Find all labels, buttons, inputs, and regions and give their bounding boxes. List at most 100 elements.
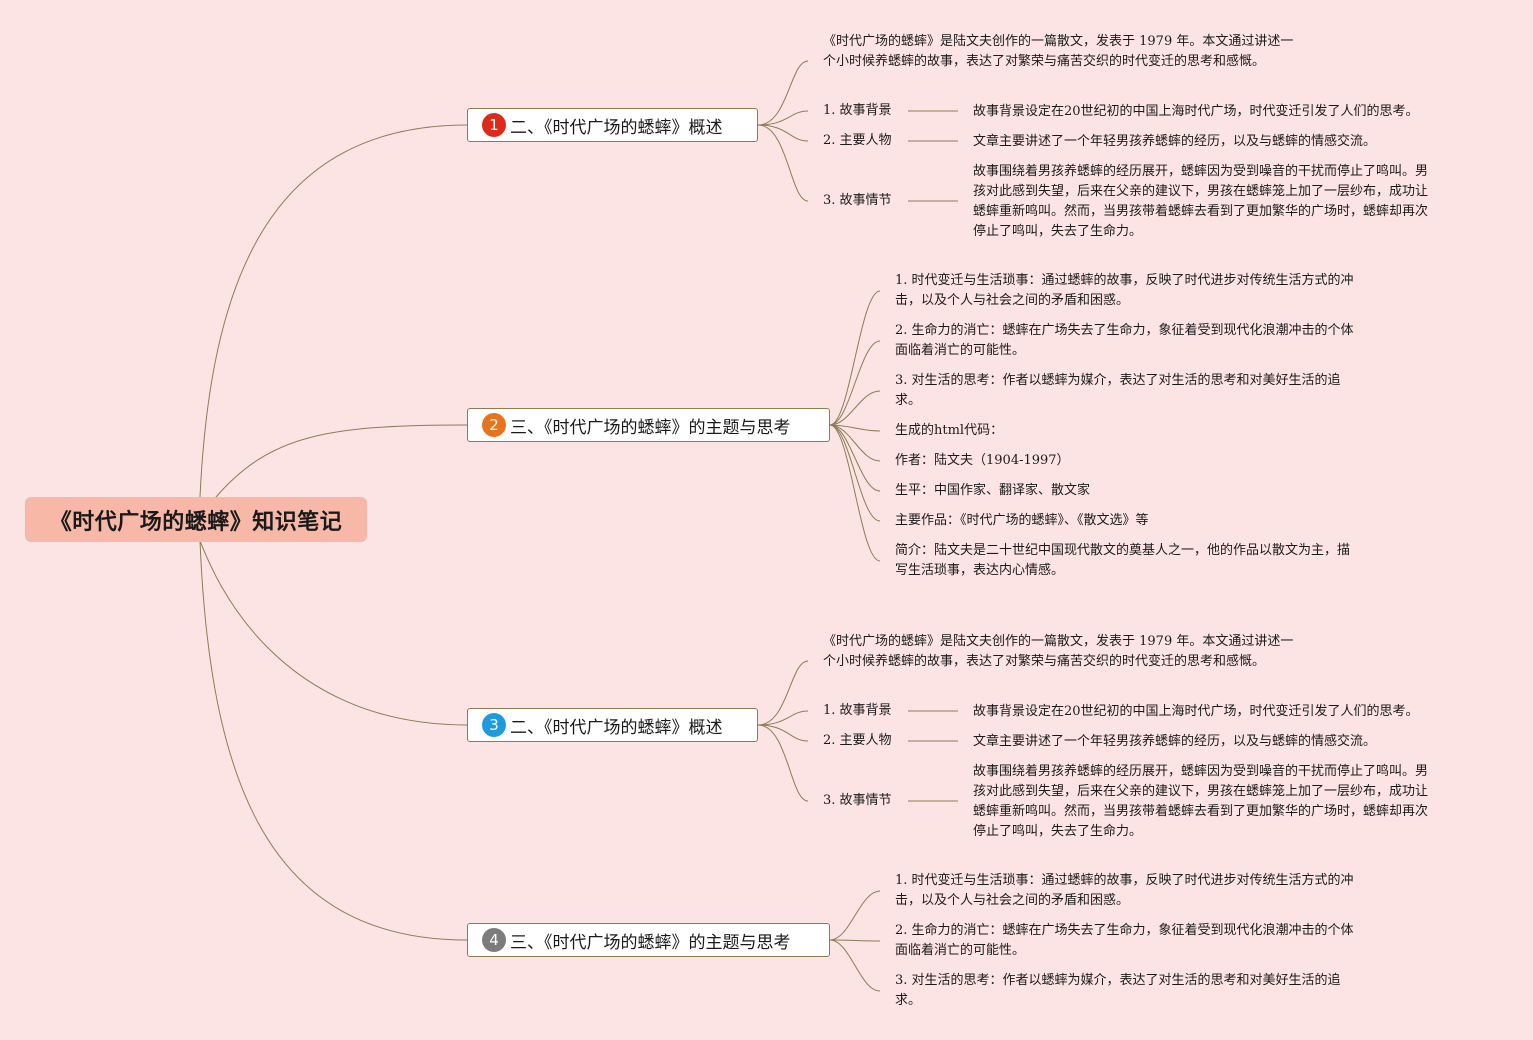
theme-point-line: 击，以及个人与社会之间的矛盾和困惑。 [895, 293, 1130, 308]
theme-point-line: 面临着消亡的可能性。 [895, 943, 1026, 958]
subtopic-detail-line: 孩对此感到失望，后来在父亲的建议下，男孩在蟋蟀笼上加了一层纱布，成功让 [973, 184, 1429, 199]
subtopic-detail[interactable]: 故事围绕着男孩养蟋蟀的经历展开，蟋蟀因为受到噪音的干扰而停止了鸣叫。男孩对此感到… [973, 762, 1428, 842]
subtopic-detail-line: 孩对此感到失望，后来在父亲的建议下，男孩在蟋蟀笼上加了一层纱布，成功让 [973, 784, 1429, 799]
branch-connector [829, 424, 881, 522]
theme-point[interactable]: 3. 对生活的思考：作者以蟋蟀为媒介，表达了对生活的思考和对美好生活的追求。 [895, 371, 1341, 411]
branch-label: 二、《时代广场的蟋蟀》概述 [510, 717, 723, 738]
theme-point[interactable]: 生成的html代码： [895, 421, 1003, 441]
overview-intro[interactable]: 《时代广场的蟋蟀》是陆文夫创作的一篇散文，发表于 1979 年。本文通过讲述一个… [823, 32, 1293, 72]
subtopic-detail-line: 文章主要讲述了一个年轻男孩养蟋蟀的经历，以及与蟋蟀的情感交流。 [973, 734, 1377, 749]
subtopic-detail-line: 蟋蟀重新鸣叫。然而，当男孩带着蟋蟀去看到了更加繁华的广场时，蟋蟀却再次 [973, 204, 1429, 219]
theme-point-line: 生成的html代码： [895, 423, 1004, 438]
subtopic-detail-line: 文章主要讲述了一个年轻男孩养蟋蟀的经历，以及与蟋蟀的情感交流。 [973, 134, 1377, 149]
number-badge-icon: 3 [482, 713, 506, 737]
subtopic-detail[interactable]: 故事围绕着男孩养蟋蟀的经历展开，蟋蟀因为受到噪音的干扰而停止了鸣叫。男孩对此感到… [973, 162, 1428, 242]
overview-intro[interactable]: 《时代广场的蟋蟀》是陆文夫创作的一篇散文，发表于 1979 年。本文通过讲述一个… [823, 632, 1293, 672]
branch-connector [829, 939, 881, 942]
theme-point-line: 主要作品：《时代广场的蟋蟀》、《散文选》等 [895, 513, 1149, 528]
subtopic-label-line: 2. 主要人物 [823, 133, 892, 148]
branch-connector [829, 424, 881, 562]
branch-connector [829, 340, 881, 426]
theme-point[interactable]: 2. 生命力的消亡：蟋蟀在广场失去了生命力，象征着受到现代化浪潮冲击的个体面临着… [895, 321, 1354, 361]
branch-connector [757, 124, 809, 142]
branch-label: 三、《时代广场的蟋蟀》的主题与思考 [510, 932, 791, 953]
theme-point[interactable]: 1. 时代变迁与生活琐事：通过蟋蟀的故事，反映了时代进步对传统生活方式的冲击，以… [895, 871, 1354, 911]
number-badge-icon: 4 [482, 928, 506, 952]
branch-label: 二、《时代广场的蟋蟀》概述 [510, 117, 723, 138]
branch-connector [829, 939, 881, 992]
branch-connector [757, 60, 809, 126]
branch-connector [757, 724, 809, 802]
subtopic-label[interactable]: 1. 故事背景 [823, 101, 892, 121]
theme-point-line: 3. 对生活的思考：作者以蟋蟀为媒介，表达了对生活的思考和对美好生活的追 [895, 973, 1341, 988]
theme-point-line: 写生活琐事，表达内心情感。 [895, 563, 1065, 578]
theme-point-line: 求。 [895, 993, 922, 1008]
theme-point[interactable]: 主要作品：《时代广场的蟋蟀》、《散文选》等 [895, 511, 1149, 531]
subtopic-detail-line: 故事背景设定在20世纪初的中国上海时代广场，时代变迁引发了人们的思考。 [973, 704, 1419, 719]
branch-label: 三、《时代广场的蟋蟀》的主题与思考 [510, 417, 791, 438]
theme-point-line: 2. 生命力的消亡：蟋蟀在广场失去了生命力，象征着受到现代化浪潮冲击的个体 [895, 923, 1354, 938]
root-connector [199, 540, 468, 941]
subtopic-label[interactable]: 3. 故事情节 [823, 791, 892, 811]
number-badge-icon: 1 [482, 113, 506, 137]
branch-connector [757, 124, 809, 202]
theme-point[interactable]: 简介：陆文夫是二十世纪中国现代散文的奠基人之一，他的作品以散文为主，描写生活琐事… [895, 541, 1350, 581]
root-connector [215, 424, 468, 498]
subtopic-label[interactable]: 2. 主要人物 [823, 131, 892, 151]
theme-point[interactable]: 作者：陆文夫（1904-1997） [895, 451, 1070, 471]
root-topic[interactable]: 《时代广场的蟋蟀》知识笔记 [25, 497, 367, 542]
number-badge-icon: 2 [482, 413, 506, 437]
theme-point-line: 简介：陆文夫是二十世纪中国现代散文的奠基人之一，他的作品以散文为主，描 [895, 543, 1351, 558]
subtopic-detail[interactable]: 文章主要讲述了一个年轻男孩养蟋蟀的经历，以及与蟋蟀的情感交流。 [973, 132, 1376, 152]
branch-connector [829, 390, 881, 426]
theme-point-line: 作者：陆文夫（1904-1997） [895, 453, 1070, 468]
subtopic-label-line: 2. 主要人物 [823, 733, 892, 748]
theme-point-line: 求。 [895, 393, 922, 408]
overview-intro-line: 《时代广场的蟋蟀》是陆文夫创作的一篇散文，发表于 1979 年。本文通过讲述一 [823, 634, 1294, 649]
overview-intro-line: 个小时候养蟋蟀的故事，表达了对繁荣与痛苦交织的时代变迁的思考和感慨。 [823, 654, 1266, 669]
branch-connector [829, 424, 881, 432]
theme-point-line: 生平：中国作家、翻译家、散文家 [895, 483, 1091, 498]
subtopic-detail-line: 停止了鸣叫，失去了生命力。 [973, 824, 1143, 839]
theme-point-line: 1. 时代变迁与生活琐事：通过蟋蟀的故事，反映了时代进步对传统生活方式的冲 [895, 273, 1354, 288]
theme-point[interactable]: 2. 生命力的消亡：蟋蟀在广场失去了生命力，象征着受到现代化浪潮冲击的个体面临着… [895, 921, 1354, 961]
branch-connector [829, 890, 881, 941]
branch-connector [757, 724, 809, 742]
subtopic-detail[interactable]: 故事背景设定在20世纪初的中国上海时代广场，时代变迁引发了人们的思考。 [973, 102, 1419, 122]
subtopic-label[interactable]: 3. 故事情节 [823, 191, 892, 211]
overview-intro-line: 《时代广场的蟋蟀》是陆文夫创作的一篇散文，发表于 1979 年。本文通过讲述一 [823, 34, 1294, 49]
subtopic-detail[interactable]: 故事背景设定在20世纪初的中国上海时代广场，时代变迁引发了人们的思考。 [973, 702, 1419, 722]
branch-connector [829, 424, 881, 492]
root-connector [199, 124, 468, 498]
subtopic-label[interactable]: 1. 故事背景 [823, 701, 892, 721]
theme-point[interactable]: 生平：中国作家、翻译家、散文家 [895, 481, 1090, 501]
subtopic-detail-line: 蟋蟀重新鸣叫。然而，当男孩带着蟋蟀去看到了更加繁华的广场时，蟋蟀却再次 [973, 804, 1429, 819]
subtopic-detail-line: 停止了鸣叫，失去了生命力。 [973, 224, 1143, 239]
root-connector [199, 540, 468, 726]
theme-point-line: 面临着消亡的可能性。 [895, 343, 1026, 358]
theme-point-line: 3. 对生活的思考：作者以蟋蟀为媒介，表达了对生活的思考和对美好生活的追 [895, 373, 1341, 388]
subtopic-detail[interactable]: 文章主要讲述了一个年轻男孩养蟋蟀的经历，以及与蟋蟀的情感交流。 [973, 732, 1376, 752]
branch-connector [829, 290, 881, 426]
theme-point-line: 2. 生命力的消亡：蟋蟀在广场失去了生命力，象征着受到现代化浪潮冲击的个体 [895, 323, 1354, 338]
subtopic-label-line: 1. 故事背景 [823, 703, 892, 718]
branch-connector [757, 660, 809, 726]
branch-connector [757, 710, 809, 726]
subtopic-detail-line: 故事围绕着男孩养蟋蟀的经历展开，蟋蟀因为受到噪音的干扰而停止了鸣叫。男 [973, 164, 1429, 179]
theme-point[interactable]: 1. 时代变迁与生活琐事：通过蟋蟀的故事，反映了时代进步对传统生活方式的冲击，以… [895, 271, 1354, 311]
theme-point-line: 击，以及个人与社会之间的矛盾和困惑。 [895, 893, 1130, 908]
subtopic-detail-line: 故事围绕着男孩养蟋蟀的经历展开，蟋蟀因为受到噪音的干扰而停止了鸣叫。男 [973, 764, 1429, 779]
subtopic-label-line: 3. 故事情节 [823, 193, 892, 208]
branch-connector [757, 110, 809, 126]
theme-point[interactable]: 3. 对生活的思考：作者以蟋蟀为媒介，表达了对生活的思考和对美好生活的追求。 [895, 971, 1341, 1011]
subtopic-label[interactable]: 2. 主要人物 [823, 731, 892, 751]
subtopic-label-line: 3. 故事情节 [823, 793, 892, 808]
subtopic-detail-line: 故事背景设定在20世纪初的中国上海时代广场，时代变迁引发了人们的思考。 [973, 104, 1419, 119]
theme-point-line: 1. 时代变迁与生活琐事：通过蟋蟀的故事，反映了时代进步对传统生活方式的冲 [895, 873, 1354, 888]
